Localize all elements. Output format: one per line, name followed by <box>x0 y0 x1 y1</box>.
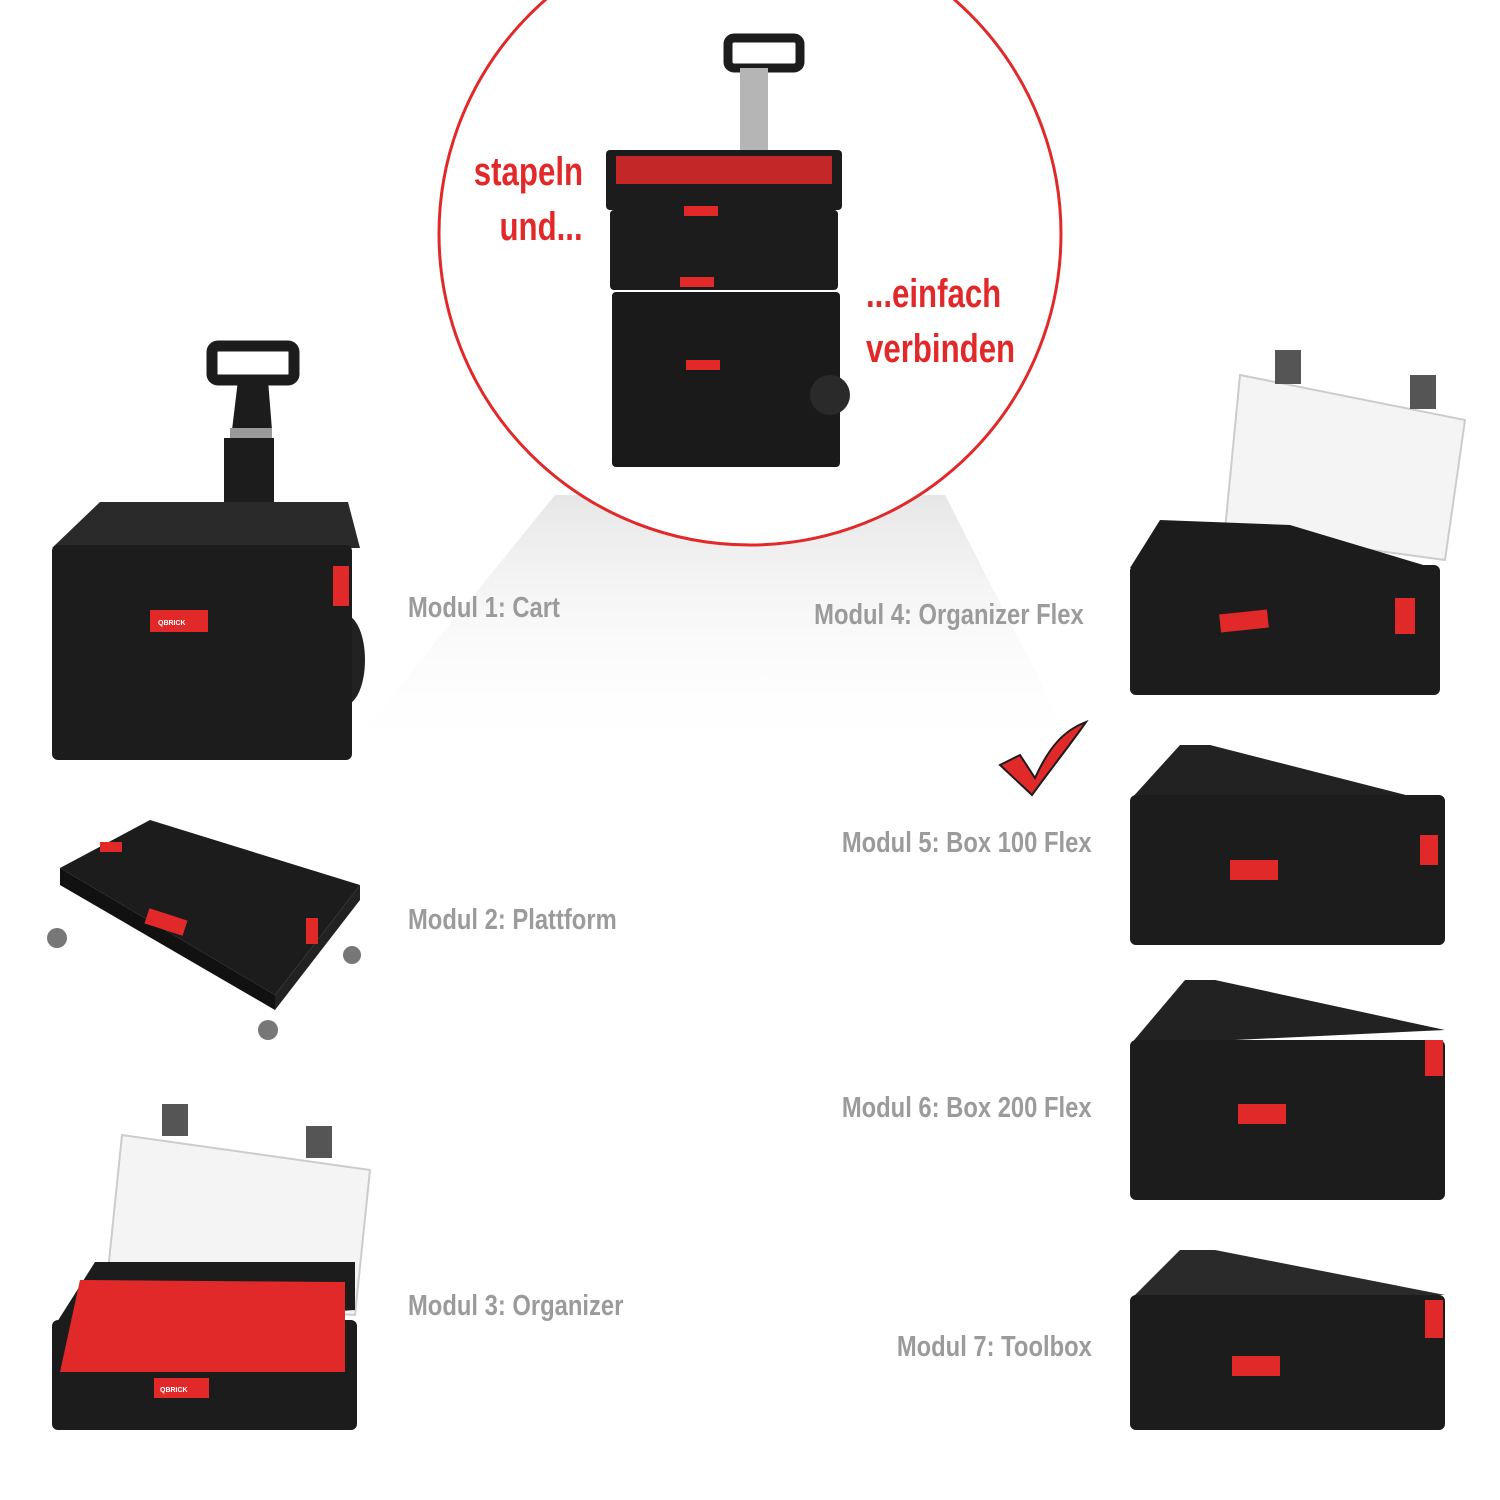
spotlight-beam <box>340 495 1080 760</box>
svg-text:QBRICK: QBRICK <box>160 1387 188 1394</box>
cart-image: QBRICK <box>52 340 365 760</box>
organizer-image: QBRICK <box>52 1104 372 1430</box>
callout-text-verbinden: verbinden <box>866 327 1016 371</box>
platform-image <box>47 820 361 1040</box>
callout-text-stapeln: stapeln <box>473 150 583 194</box>
svg-text:QBRICK: QBRICK <box>158 620 186 627</box>
callout-text-und: und... <box>499 205 583 249</box>
module-label-platform: Modul 2: Plattform <box>408 904 617 936</box>
module-label-box-200-flex: Modul 6: Box 200 Flex <box>842 1092 1092 1124</box>
box-200-flex-image <box>1130 980 1445 1200</box>
checkmark-icon <box>998 719 1089 797</box>
module-label-organizer-flex: Modul 4: Organizer Flex <box>814 599 1084 631</box>
stacked-tower-image <box>606 33 850 467</box>
module-label-cart: Modul 1: Cart <box>408 592 560 624</box>
module-label-toolbox: Modul 7: Toolbox <box>896 1331 1092 1363</box>
organizer-flex-image <box>1130 350 1467 695</box>
module-label-organizer: Modul 3: Organizer <box>408 1290 624 1322</box>
module-label-box-100-flex: Modul 5: Box 100 Flex <box>842 827 1092 859</box>
box-100-flex-image <box>1130 745 1445 945</box>
toolbox-image <box>1130 1250 1445 1430</box>
callout-text-einfach: ...einfach <box>866 272 1002 316</box>
